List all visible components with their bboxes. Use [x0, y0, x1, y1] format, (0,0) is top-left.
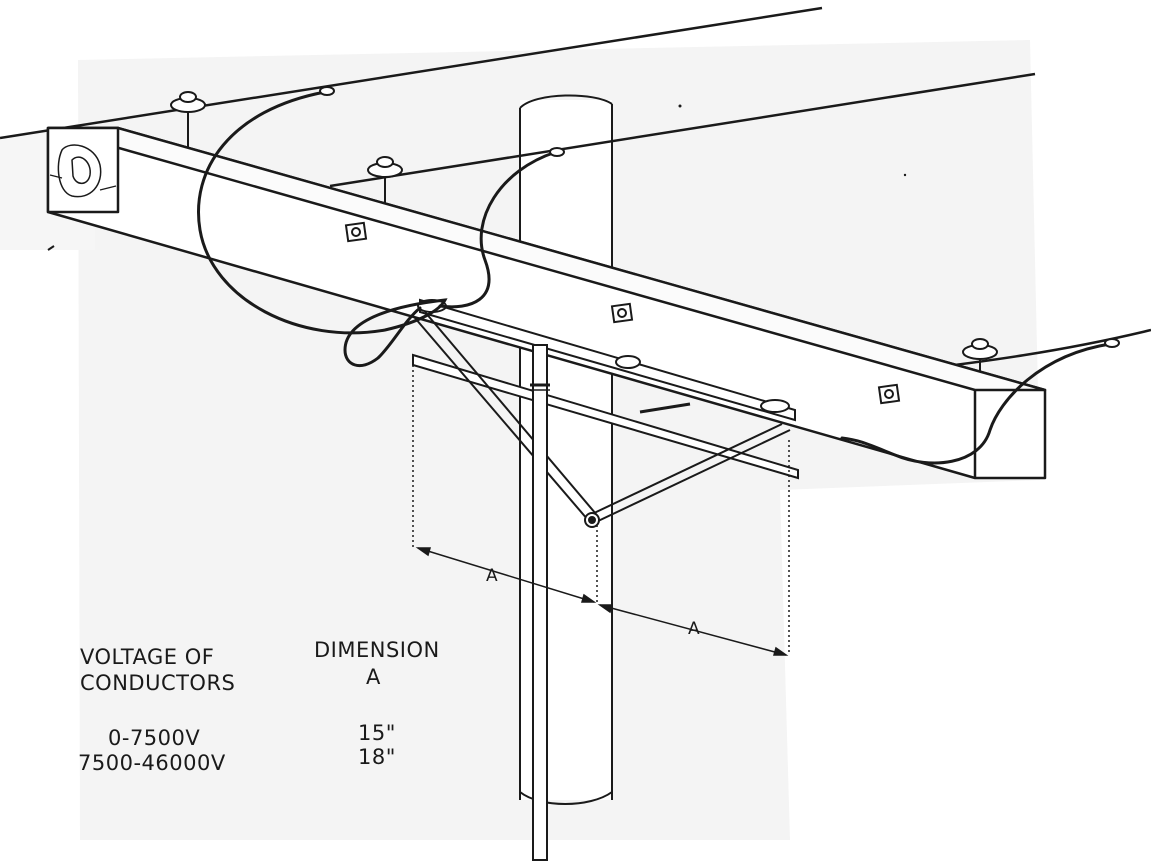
header-dimension-line1: DIMENSION	[314, 638, 440, 662]
wire-clamps	[319, 86, 1120, 348]
brace-right	[595, 429, 791, 523]
crossarm-bolts	[344, 221, 901, 405]
header-dimension-line2: A	[366, 665, 381, 689]
insulator-left	[170, 91, 206, 150]
row1-voltage: 0-7500V	[108, 726, 200, 750]
insulators	[170, 91, 998, 395]
insulator-right	[962, 338, 998, 395]
crossarm-braces	[414, 311, 791, 528]
wire-second	[329, 72, 1036, 188]
ground-conductor	[530, 344, 550, 861]
scan-marks	[47, 104, 907, 251]
brace-left	[414, 317, 589, 521]
jumper-left	[197, 90, 448, 368]
voltage-dimension-table: VOLTAGE OF CONDUCTORS DIMENSION A 0-7500…	[78, 638, 440, 775]
dimension-label-right: A	[688, 619, 700, 639]
insulator-middle	[367, 156, 403, 210]
dimension-label-left: A	[486, 566, 498, 586]
bolt-middle	[610, 302, 634, 324]
crossarm	[46, 126, 1047, 480]
header-voltage-line1: VOLTAGE OF	[80, 645, 214, 669]
wire-top	[0, 6, 823, 140]
jumper-middle	[438, 150, 558, 309]
bolt-left	[344, 221, 368, 243]
jumper-right	[840, 342, 1112, 465]
jumper-wires	[197, 90, 1112, 465]
dim-line-left	[417, 547, 595, 603]
dim-line-right	[599, 604, 787, 656]
row2-dimension: 18"	[358, 745, 396, 769]
dimension-lines	[412, 365, 790, 656]
header-voltage-line2: CONDUCTORS	[80, 671, 235, 695]
row2-voltage: 7500-46000V	[78, 751, 226, 775]
bolt-right	[877, 383, 901, 405]
row1-dimension: 15"	[358, 721, 396, 745]
